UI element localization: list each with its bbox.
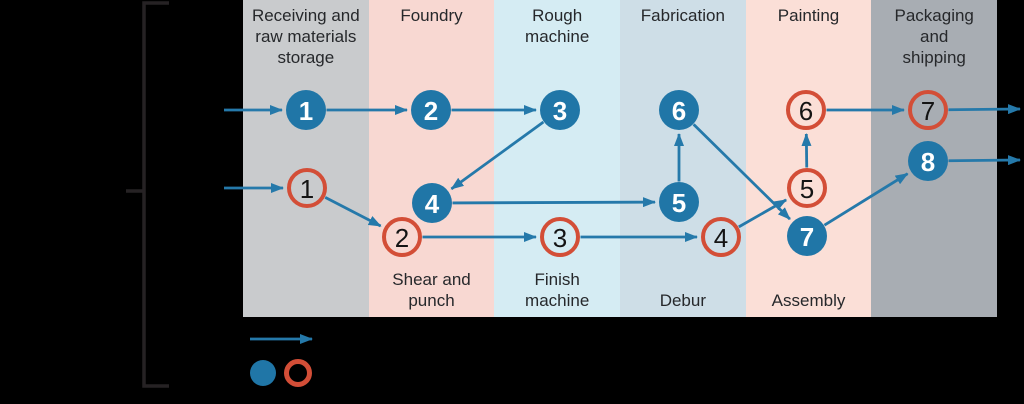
legend-outlined-circle-icon bbox=[284, 359, 312, 387]
department-top-label: Fabrication bbox=[640, 6, 725, 25]
station-number: 6 bbox=[799, 96, 813, 126]
route-arrow-4 bbox=[452, 197, 657, 208]
station-number: 1 bbox=[300, 174, 314, 204]
outlined-station-3: 3 bbox=[540, 217, 580, 257]
route-arrow-13 bbox=[738, 198, 788, 229]
filled-station-7: 7 bbox=[787, 216, 827, 256]
station-number: 2 bbox=[424, 96, 438, 126]
legend-filled-circle-icon bbox=[250, 360, 276, 386]
route-arrow-10 bbox=[324, 196, 382, 228]
department-column-1: Receiving and raw materials storage bbox=[243, 0, 369, 317]
outlined-station-5: 5 bbox=[787, 168, 827, 208]
department-bottom-label: Assembly bbox=[771, 291, 846, 310]
station-number: 3 bbox=[553, 223, 567, 253]
filled-station-5: 5 bbox=[659, 182, 699, 222]
department-top-label: Receiving and raw materials storage bbox=[251, 6, 360, 67]
filled-station-4: 4 bbox=[412, 183, 452, 223]
department-bottom-label: Shear and punch bbox=[392, 270, 471, 310]
route-arrow-8 bbox=[948, 155, 1021, 166]
station-number: 6 bbox=[672, 96, 686, 126]
outlined-station-7: 7 bbox=[908, 90, 948, 130]
department-top-label: Foundry bbox=[400, 6, 463, 25]
department-top-label: Painting bbox=[777, 6, 840, 25]
outlined-station-4: 4 bbox=[701, 217, 741, 257]
filled-station-8: 8 bbox=[908, 141, 948, 181]
outlined-station-1: 1 bbox=[287, 168, 327, 208]
station-number: 5 bbox=[800, 174, 814, 204]
station-number: 7 bbox=[921, 96, 935, 126]
station-number: 4 bbox=[425, 189, 440, 219]
filled-station-3: 3 bbox=[540, 90, 580, 130]
department-top-label: Rough machine bbox=[525, 6, 590, 46]
station-number: 8 bbox=[921, 147, 935, 177]
station-number: 4 bbox=[714, 223, 728, 253]
outlined-station-2: 2 bbox=[382, 217, 422, 257]
outlined-station-6: 6 bbox=[786, 90, 826, 130]
station-number: 2 bbox=[395, 223, 409, 253]
department-bottom-label: Debur bbox=[659, 291, 706, 310]
station-number: 5 bbox=[672, 188, 686, 218]
station-number: 3 bbox=[553, 96, 567, 126]
filled-station-2: 2 bbox=[411, 90, 451, 130]
left-bracket bbox=[126, 1, 169, 388]
route-arrow-7 bbox=[823, 172, 909, 227]
station-number: 7 bbox=[800, 222, 814, 252]
department-top-label: Packaging and shipping bbox=[894, 6, 974, 67]
department-bottom-label: Finish machine bbox=[525, 270, 590, 310]
route-arrow-16 bbox=[948, 104, 1021, 115]
route-arrow-3 bbox=[450, 120, 545, 191]
filled-station-6: 6 bbox=[659, 90, 699, 130]
station-number: 1 bbox=[299, 96, 313, 126]
filled-station-1: 1 bbox=[286, 90, 326, 130]
